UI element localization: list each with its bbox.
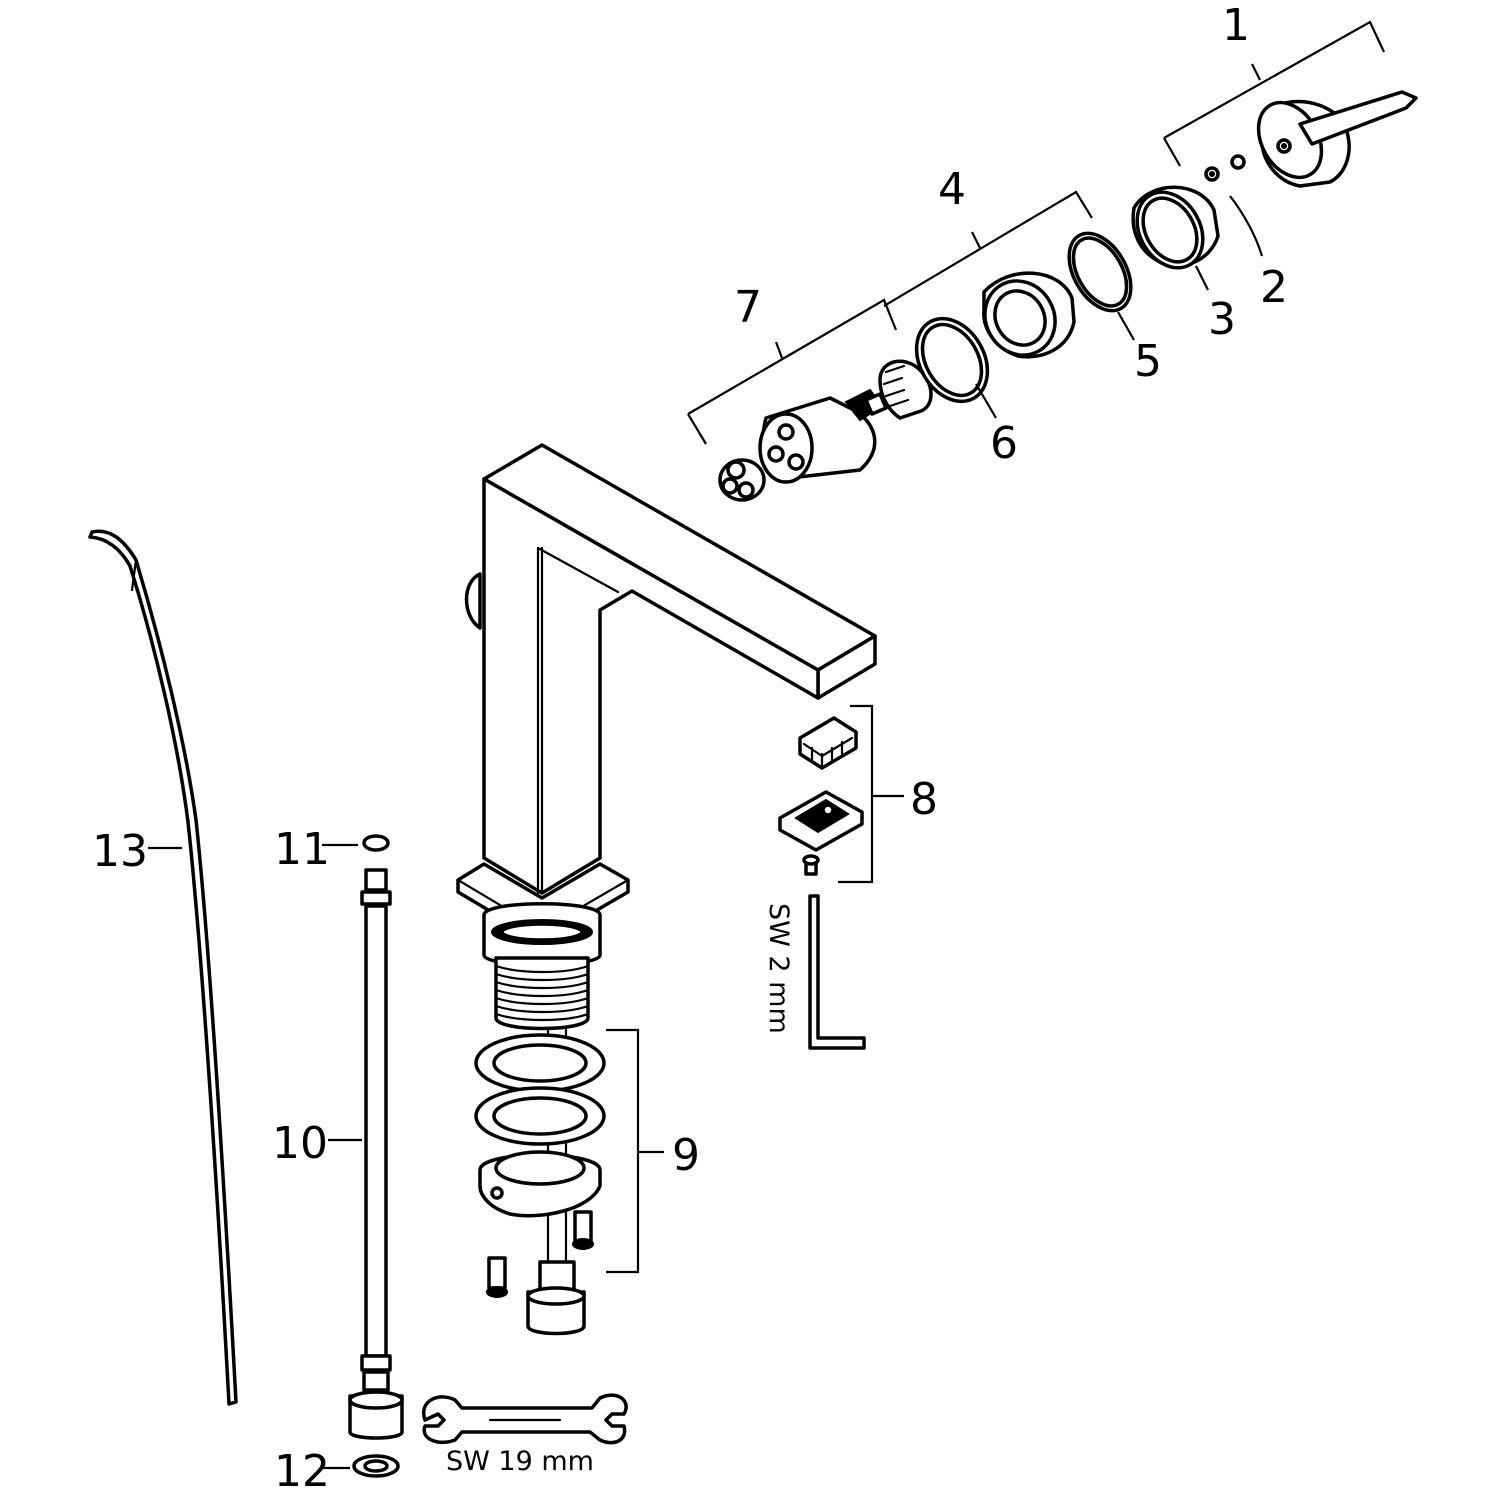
callout-9: 9 bbox=[672, 1130, 700, 1181]
part-13-lift-rod bbox=[88, 529, 238, 1406]
leader-lines bbox=[148, 20, 1385, 1470]
part-1-handle bbox=[1256, 90, 1418, 188]
callout-4: 4 bbox=[938, 164, 966, 215]
callout-5: 5 bbox=[1134, 336, 1162, 387]
part-11-o-ring bbox=[362, 834, 390, 852]
part-12-washer bbox=[352, 1454, 400, 1478]
callout-12: 12 bbox=[274, 1446, 330, 1497]
callout-labels: 1 2 3 4 5 6 7 8 9 10 11 12 13 bbox=[92, 0, 1288, 1497]
callout-7: 7 bbox=[734, 282, 762, 333]
part-9-fixing-set bbox=[474, 1033, 606, 1298]
callout-10: 10 bbox=[272, 1118, 328, 1169]
callout-13: 13 bbox=[92, 826, 148, 877]
part-8-aerator-set bbox=[778, 716, 864, 876]
part-4-housing bbox=[878, 231, 1133, 420]
callout-11: 11 bbox=[274, 824, 330, 875]
part-3-sleeve bbox=[1131, 185, 1220, 270]
hex-key-size-label: SW 2 mm bbox=[763, 903, 794, 1034]
callout-3: 3 bbox=[1208, 294, 1236, 345]
part-7-cartridge bbox=[718, 388, 888, 502]
callout-6: 6 bbox=[990, 418, 1018, 469]
wrench-size-label: SW 19 mm bbox=[446, 1446, 594, 1477]
part-10-supply-hose bbox=[348, 868, 404, 1440]
faucet-body bbox=[456, 443, 877, 1336]
part-2-screw bbox=[1204, 154, 1246, 182]
wrench-icon bbox=[421, 1393, 628, 1445]
callout-2: 2 bbox=[1260, 262, 1288, 313]
callout-1: 1 bbox=[1222, 0, 1250, 51]
hex-key-icon bbox=[808, 894, 866, 1050]
callout-8: 8 bbox=[910, 774, 938, 825]
